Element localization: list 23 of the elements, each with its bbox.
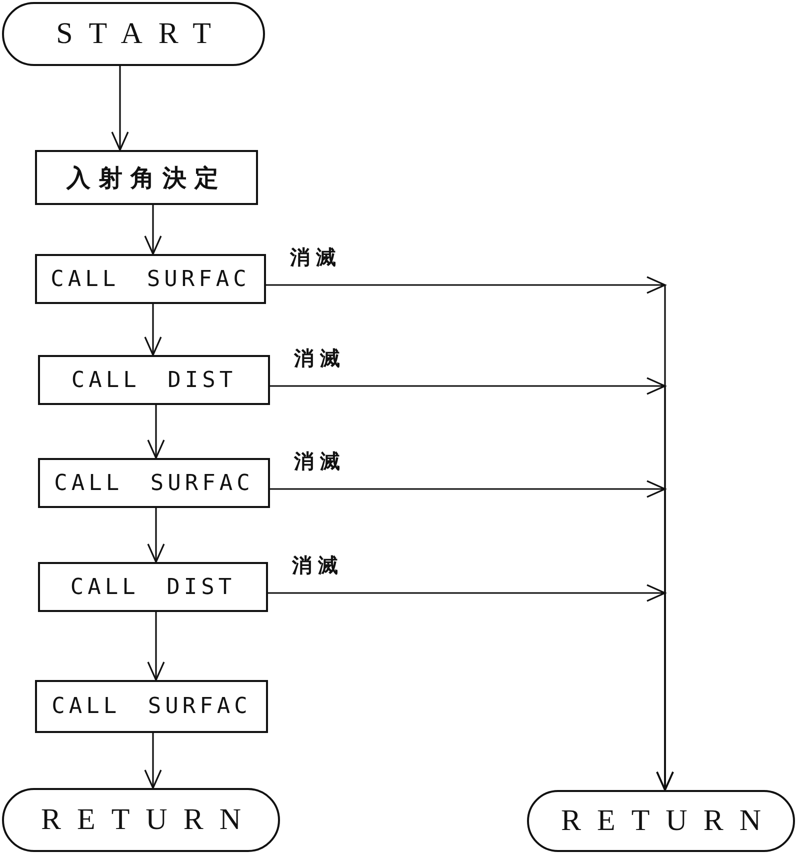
arrow: [144, 304, 162, 356]
process-label: CALL DIST: [71, 368, 237, 392]
arrow: [147, 405, 165, 459]
arrow: [147, 612, 165, 681]
terminal-label: START: [56, 17, 227, 51]
arrow: [144, 205, 162, 255]
terminal-label: RETURN: [561, 804, 777, 838]
process-box: [38, 562, 268, 612]
arrow: [111, 66, 129, 151]
process-box: [35, 150, 258, 205]
process-label: CALL SURFAC: [54, 470, 254, 496]
arrow: [147, 508, 165, 563]
process-box: [38, 458, 270, 508]
process-label: CALL SURFAC: [52, 694, 252, 719]
process-box: [35, 680, 268, 733]
process-label: CALL DIST: [70, 574, 236, 600]
process-box: [38, 355, 270, 405]
process-label: 入射角決定: [66, 162, 226, 194]
process-label: CALL SURFAC: [50, 266, 250, 292]
arrow: [144, 733, 162, 789]
process-box: [35, 254, 266, 304]
arrow: [267, 584, 674, 791]
terminal-label: RETURN: [41, 803, 257, 837]
